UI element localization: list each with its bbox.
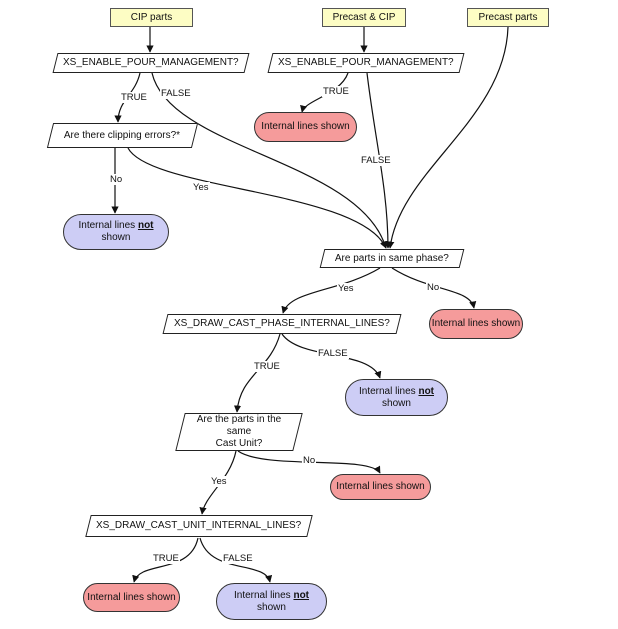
label-false-cast-phase: FALSE [317,348,349,359]
outcome-shown-cast-unit-true: Internal lines shown [83,583,180,612]
outcome-shown-label: Internal lines shown [87,591,176,603]
edge-precast-to-phase [387,26,509,249]
start-cip-label: CIP parts [130,11,173,23]
decision-clipping-errors: Are there clipping errors?* [46,123,199,148]
label-false-pour-left: FALSE [160,88,192,99]
start-cip-parts: CIP parts [110,8,193,27]
label-false-pour-right: FALSE [360,155,392,166]
label-true-cast-phase: TRUE [253,361,281,372]
label-yes-cast-unit: Yes [210,476,228,487]
decision-pour-left-label: XS_ENABLE_POUR_MANAGEMENT? [63,57,239,68]
start-precast-cip: Precast & CIP [322,8,406,27]
edge-phase-yes [281,267,381,314]
outcome-shown-label: Internal lines shown [336,481,425,492]
cast-unit-line1: Are the parts in the same [196,414,282,437]
label-no-phase: No [426,282,441,293]
edge-cast-unit-true [132,537,199,583]
decision-cast-phase-internal-lines: XS_DRAW_CAST_PHASE_INTERNAL_LINES? [162,314,402,334]
edge-cast-phase-true [233,333,281,413]
start-precast-cip-label: Precast & CIP [332,11,396,23]
outcome-not-shown-label: Internal lines not shown [78,220,154,243]
label-no-clipping: No [109,174,124,185]
decision-pour-management-right: XS_ENABLE_POUR_MANAGEMENT? [267,53,465,73]
edge-cast-unit-false [199,537,273,583]
label-false-cast-unit: FALSE [222,553,254,564]
outcome-not-shown-cast-unit-false: Internal lines not shown [216,583,327,620]
edge-phase-no [391,267,477,309]
decision-same-phase-label: Are parts in same phase? [335,252,449,264]
start-precast-label: Precast parts [478,11,538,23]
label-yes-clipping: Yes [192,182,210,193]
decision-same-phase: Are parts in same phase? [319,249,465,268]
label-no-cast-unit: No [302,455,317,466]
outcome-shown-label: Internal lines shown [261,121,350,132]
outcome-not-shown-label: Internal lines not shown [358,385,435,409]
decision-pour-right-label: XS_ENABLE_POUR_MANAGEMENT? [278,57,454,68]
decision-same-cast-unit: Are the parts in the same Cast Unit? [175,413,303,451]
outcome-shown-pour-right: Internal lines shown [254,112,357,142]
decision-same-cast-unit-label: Are the parts in the same Cast Unit? [181,414,297,450]
decision-cast-phase-label: XS_DRAW_CAST_PHASE_INTERNAL_LINES? [174,318,390,329]
label-true-pour-right: TRUE [322,86,350,97]
decision-clipping-label: Are there clipping errors?* [64,129,181,141]
label-yes-phase: Yes [337,283,355,294]
decision-cast-unit-label: XS_DRAW_CAST_UNIT_INTERNAL_LINES? [96,520,302,531]
edge-clipping-yes [127,147,387,249]
outcome-not-shown-clipping: Internal lines not shown [63,214,169,250]
cast-unit-line2: Cast Unit? [215,438,263,449]
edge-pour-left-false [151,72,388,249]
outcome-shown-cast-unit-no: Internal lines shown [330,474,431,500]
label-true-cast-unit: TRUE [152,553,180,564]
decision-cast-unit-internal-lines: XS_DRAW_CAST_UNIT_INTERNAL_LINES? [85,515,313,537]
outcome-not-shown-cast-phase: Internal lines not shown [345,379,448,416]
label-true-pour-left: TRUE [120,92,148,103]
decision-pour-management-left: XS_ENABLE_POUR_MANAGEMENT? [52,53,250,73]
outcome-not-shown-label: Internal lines not shown [233,589,310,613]
start-precast-parts: Precast parts [467,8,549,27]
outcome-shown-phase-no: Internal lines shown [429,309,523,339]
outcome-shown-label: Internal lines shown [431,318,521,329]
